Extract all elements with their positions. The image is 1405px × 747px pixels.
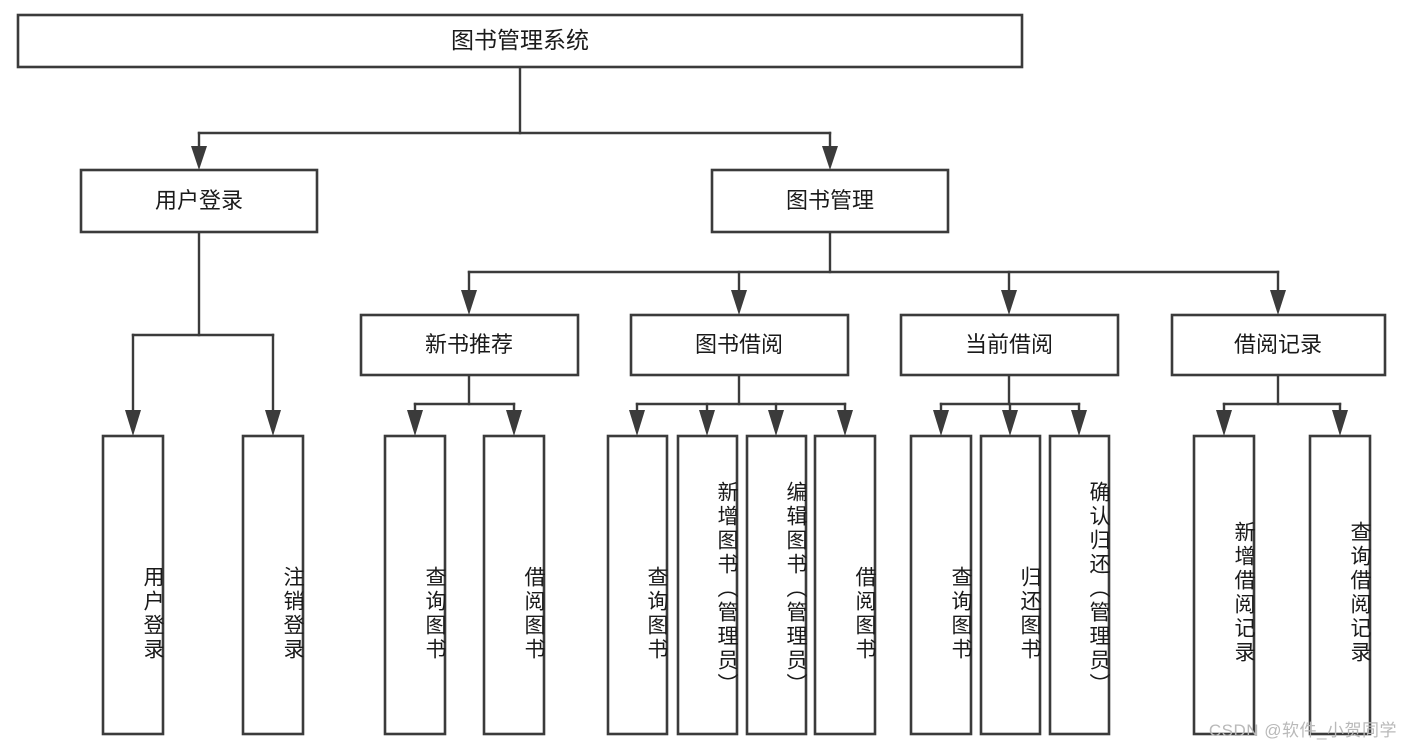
connector-group-book-manage [461,230,1286,315]
node-new-book-recommend-box[interactable] [359,313,580,377]
node-book-manage-label: 图书管理 [786,188,874,213]
node-user-login-label: 用户登录 [155,188,243,213]
connector-group-new-book-recommend [407,373,522,436]
node-root[interactable]: 图书管理系统 [16,13,1024,69]
node-current-borrow-box[interactable] [899,313,1120,377]
arrow-head-leaf-add-book [699,410,715,436]
node-leaf-user-login-box[interactable] [101,434,165,736]
arrow-head-leaf-query-record [1332,410,1348,436]
node-book-borrow-box[interactable] [629,313,850,377]
node-book-manage-box[interactable] [710,168,950,234]
node-book-manage[interactable]: 图书管理 [710,168,950,234]
arrow-head-leaf-query-book-1 [407,410,423,436]
node-leaf-query-record-box[interactable] [1308,434,1372,736]
arrow-head-current-borrow [1001,290,1017,315]
connector-group-current-borrow [933,373,1087,436]
node-book-borrow[interactable]: 图书借阅 [629,313,850,377]
node-borrow-record[interactable]: 借阅记录 [1170,313,1387,377]
node-leaf-edit-book-box[interactable] [745,434,808,736]
node-current-borrow[interactable]: 当前借阅 [899,313,1120,377]
arrow-head-leaf-user-login [125,410,141,436]
node-borrow-record-label: 借阅记录 [1234,332,1322,357]
arrow-head-book-borrow [731,290,747,315]
arrow-head-user-login [191,146,207,170]
connector-group-borrow-record [1216,373,1348,436]
node-leaf-add-book-box[interactable] [676,434,739,736]
arrow-head-leaf-borrow-book-1 [506,410,522,436]
node-leaf-query-book-2-box[interactable] [606,434,669,736]
arrow-head-leaf-add-record [1216,410,1232,436]
node-leaf-query-book-3-box[interactable] [909,434,973,736]
arrow-head-leaf-edit-book [768,410,784,436]
node-root-box[interactable] [16,13,1024,69]
node-user-login[interactable]: 用户登录 [79,168,319,234]
node-leaf-add-record-box[interactable] [1192,434,1256,736]
arrow-head-new-book-recommend [461,290,477,315]
node-new-book-recommend[interactable]: 新书推荐 [359,313,580,377]
arrow-head-borrow-record [1270,290,1286,315]
arrow-head-leaf-logout [265,410,281,436]
node-borrow-record-box[interactable] [1170,313,1387,377]
arrow-head-book-manage [822,146,838,170]
node-leaf-query-book-1-box[interactable] [383,434,447,736]
arrow-head-leaf-confirm-return [1071,410,1087,436]
arrow-head-leaf-return-book [1002,410,1018,436]
csdn-watermark: CSDN @软件_小贺同学 [1208,721,1397,740]
arrow-head-leaf-query-book-2 [629,410,645,436]
node-leaf-borrow-book-2-box[interactable] [813,434,877,736]
node-leaf-return-book-box[interactable] [979,434,1042,736]
node-leaf-confirm-return-box[interactable] [1048,434,1111,736]
arrow-head-leaf-borrow-book-2 [837,410,853,436]
node-current-borrow-label: 当前借阅 [965,332,1053,357]
node-leaf-logout-box[interactable] [241,434,305,736]
node-root-label: 图书管理系统 [451,27,589,53]
connector-group-book-borrow [629,373,853,436]
arrow-head-leaf-query-book-3 [933,410,949,436]
node-user-login-box[interactable] [79,168,319,234]
connector-group-root [191,65,838,170]
node-leaf-borrow-book-1-box[interactable] [482,434,546,736]
node-new-book-recommend-label: 新书推荐 [425,332,513,357]
connector-group-user-login [125,230,281,436]
node-book-borrow-label: 图书借阅 [695,332,783,357]
